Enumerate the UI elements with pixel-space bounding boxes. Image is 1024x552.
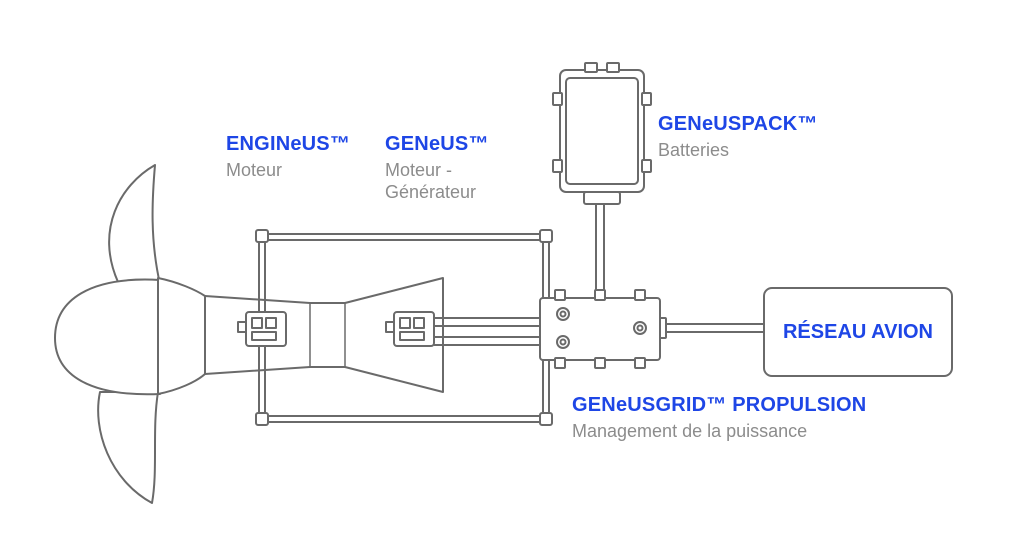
generator-subtitle-line1: Moteur -: [385, 160, 453, 180]
propeller-hub: [54, 278, 161, 396]
network-title: RÉSEAU AVION: [782, 320, 934, 343]
propeller-blade-top: [108, 164, 161, 285]
battery-subtitle: Batteries: [658, 140, 730, 160]
network-cable: [666, 323, 764, 333]
battery-pack: [552, 62, 652, 292]
generator-connector: [385, 311, 435, 347]
battery-title: GENeUSPACK™: [658, 113, 818, 135]
generator-cables: [434, 317, 540, 346]
grid-subtitle: Management de la puissance: [572, 421, 808, 441]
grid-box: [539, 289, 667, 369]
network-box: [763, 287, 953, 377]
generator-title: GENeUS™: [385, 133, 489, 155]
engine-connector: [237, 311, 287, 347]
generator-subtitle-line2: Générateur: [385, 182, 477, 202]
grid-title: GENeUSGRID™ PROPULSION: [572, 394, 867, 416]
engine-title: ENGINeUS™: [226, 133, 351, 155]
propeller-blade-bottom: [97, 391, 159, 504]
propeller: [54, 164, 161, 504]
engine-subtitle: Moteur: [226, 160, 283, 180]
